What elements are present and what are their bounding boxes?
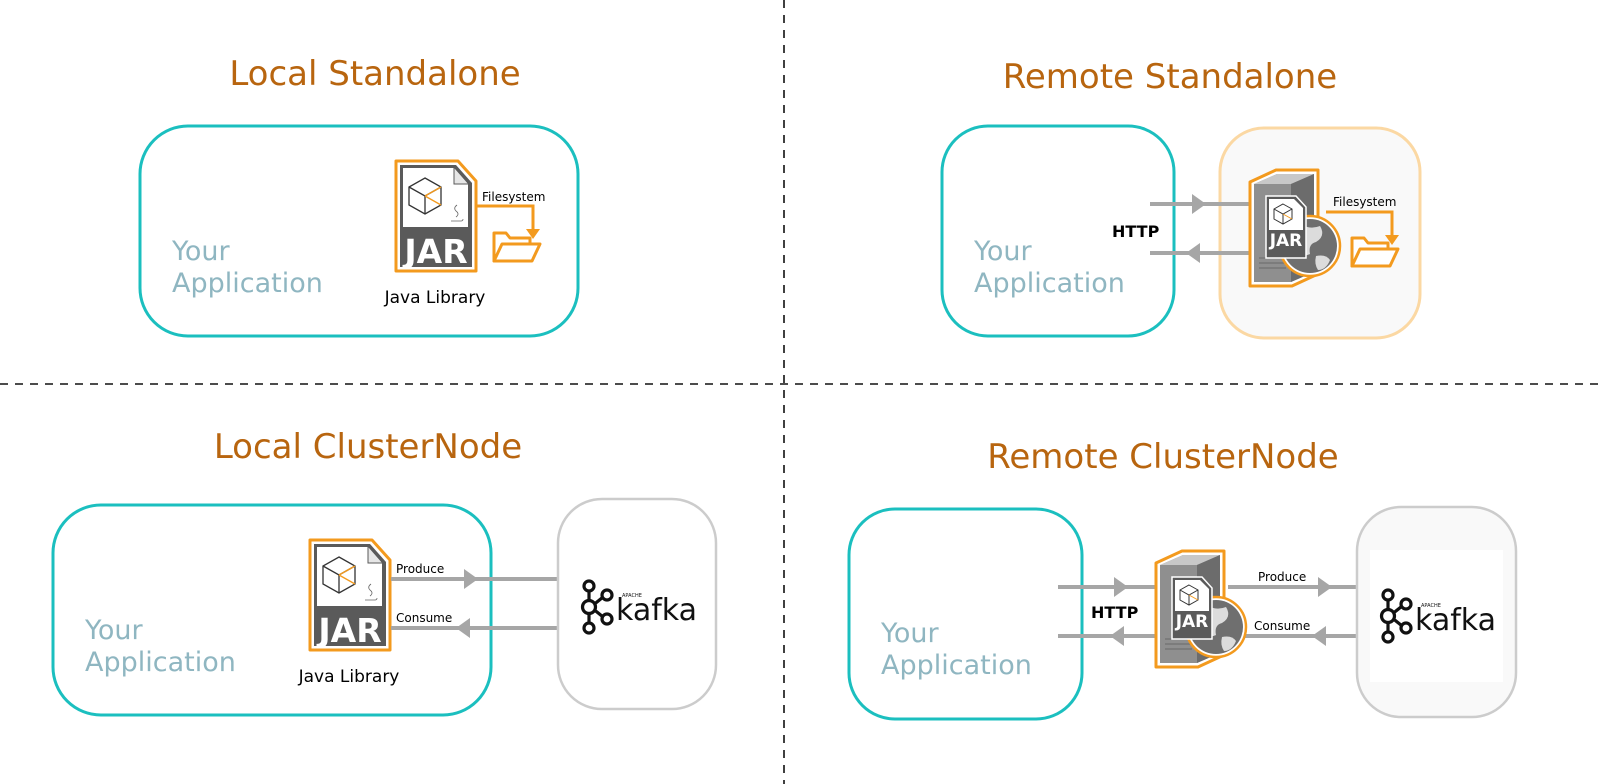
quadrant-local-clusternode: Local ClusterNode Your Application JAR J… (51, 427, 718, 717)
your-application-label-line1: Your (171, 236, 231, 267)
title-remote-standalone: Remote Standalone (1003, 57, 1337, 97)
kafka-box (556, 497, 718, 711)
your-application-label-line1: Your (880, 618, 940, 649)
your-application-label-line2: Application (85, 647, 236, 678)
jar-file-icon: JAR (394, 159, 478, 273)
your-application-box (847, 507, 1084, 721)
java-library-label: Java Library (298, 667, 400, 687)
your-application-label-line2: Application (974, 268, 1125, 299)
jar-icon-label: JAR (316, 611, 381, 650)
consume-label: Consume (1254, 619, 1310, 633)
consume-label: Consume (396, 611, 452, 625)
kafka-label: kafka (616, 593, 697, 628)
your-application-label-line2: Application (881, 650, 1032, 681)
server-icon: JAR (1248, 168, 1342, 288)
jar-file-icon: JAR (308, 538, 392, 652)
filesystem-label: Filesystem (482, 190, 545, 204)
apache-label: APACHE (622, 593, 642, 599)
title-remote-clusternode: Remote ClusterNode (987, 437, 1338, 477)
quadrant-local-standalone: Local Standalone Your Application JAR Ja… (138, 54, 580, 338)
filesystem-arrow (477, 204, 535, 230)
your-application-label-line2: Application (172, 268, 323, 299)
your-application-label-line1: Your (84, 615, 144, 646)
your-application-label-line1: Your (973, 236, 1033, 267)
java-library-label: Java Library (384, 288, 486, 308)
server-icon: JAR (1154, 549, 1248, 669)
kafka-label: kafka (1415, 603, 1496, 638)
produce-label: Produce (396, 562, 444, 576)
title-local-standalone: Local Standalone (229, 54, 520, 94)
your-application-box (138, 124, 580, 338)
title-local-clusternode: Local ClusterNode (214, 427, 522, 467)
filesystem-arrow (1326, 210, 1394, 236)
quadrant-remote-standalone: Remote Standalone Your Application HTTP … (940, 57, 1422, 340)
your-application-box (940, 124, 1176, 338)
produce-label: Produce (1258, 570, 1306, 584)
jar-icon-label: JAR (1175, 612, 1209, 632)
quadrant-remote-clusternode: Remote ClusterNode Your Application HTTP… (847, 437, 1518, 721)
http-label: HTTP (1091, 603, 1139, 622)
filesystem-label: Filesystem (1333, 195, 1396, 209)
http-label: HTTP (1112, 222, 1160, 241)
jar-icon-label: JAR (402, 232, 467, 271)
apache-label: APACHE (1421, 603, 1441, 609)
jar-icon-label: JAR (1269, 231, 1303, 251)
your-application-box (51, 503, 493, 717)
